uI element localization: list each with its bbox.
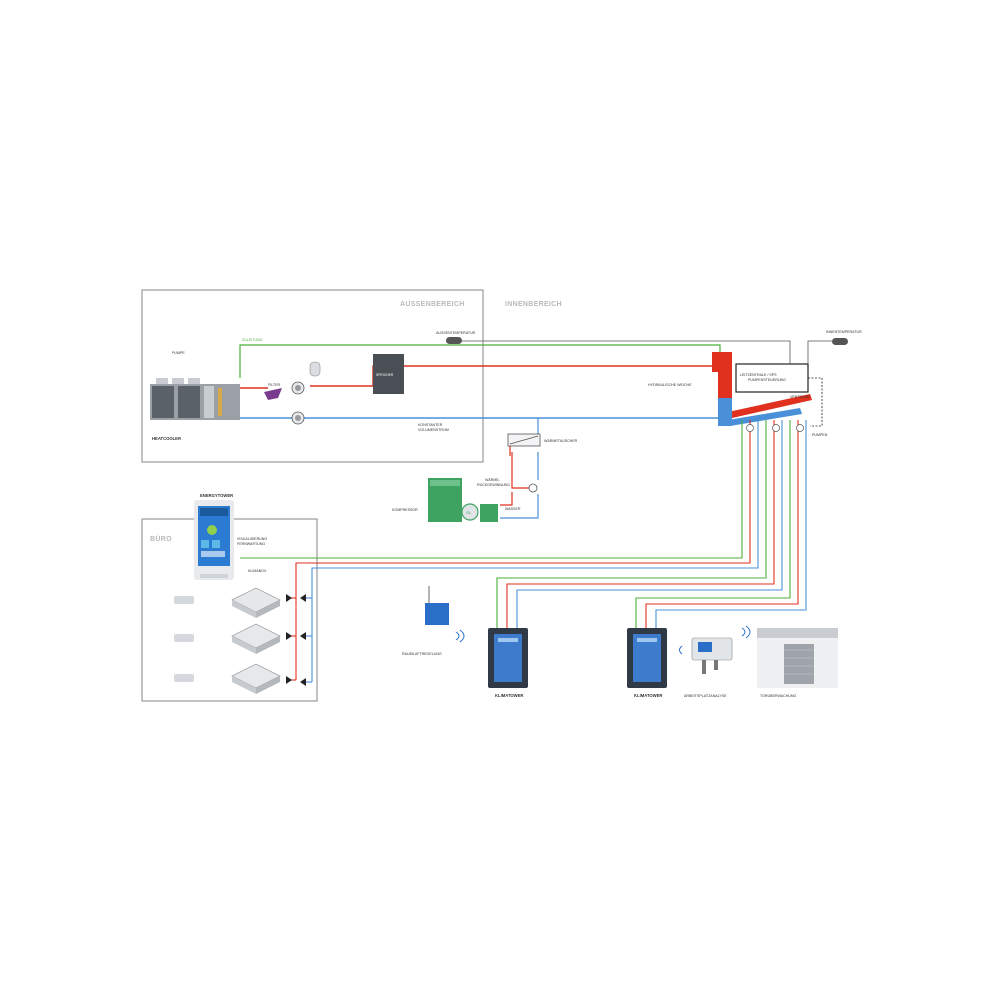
klimatower-label-1: KLIMATOWER (495, 693, 523, 698)
dist-pump-1 (746, 424, 754, 432)
klimabox-unit-1 (231, 587, 281, 618)
constant-flow-label-2: VOLUMENSTROM (418, 428, 449, 432)
compressor-red-line (500, 492, 513, 506)
compressor-unit: OL (428, 478, 498, 522)
compressor-water-line (500, 494, 539, 519)
distributor-red (728, 394, 812, 418)
heat-recovery-label-1: WÄRME- (485, 478, 501, 482)
energytower-display (194, 500, 234, 580)
wifi-icon (741, 625, 751, 639)
pumps-label: PUMPEN (812, 433, 828, 437)
dist-pump-3 (796, 424, 804, 432)
heat-exchanger-icon (507, 433, 541, 447)
dist-green-1 (240, 420, 743, 559)
storage-tank (373, 354, 404, 394)
valve-icon-3 (286, 676, 292, 684)
heat-recovery-label-2: RÜCKGEWINNUNG (477, 483, 510, 487)
outdoor-zone-label: AUSSENBEREICH (400, 301, 465, 308)
water-label: WASSER (505, 507, 521, 511)
heat-exchanger-label: WÄRMETAUSCHER (544, 439, 578, 443)
dist-blue-2 (516, 420, 783, 628)
hx-to-recovery-red (511, 452, 530, 489)
outdoor-zone-box (141, 289, 484, 463)
signal-line-top (239, 344, 721, 378)
klimabox-unit-2 (231, 623, 281, 654)
filter-label: FILTER (268, 383, 281, 387)
valve-icon-1 (286, 594, 292, 602)
conveyor-label: TORÜBERWACHUNG (760, 694, 796, 698)
expansion-tank-icon (309, 361, 321, 377)
dist-blue-3 (655, 420, 807, 628)
inside-temp-sensor (832, 338, 848, 345)
thermostat-1 (174, 596, 194, 604)
valve-icon-4 (300, 594, 306, 602)
workplace-label: ARBEITSPLATZANALYSE (684, 694, 727, 698)
distributor-blue (728, 408, 802, 426)
pump-label: PUMPE (172, 351, 185, 355)
outside-temp-label: AUSSENTEMPERATUR (436, 331, 476, 335)
pump-icon-return (291, 411, 305, 425)
signal-line-label: ZULEITUNG (242, 338, 263, 342)
dist-pump-2 (772, 424, 780, 432)
inside-temp-line (807, 340, 832, 364)
dist-green-3 (635, 420, 791, 628)
thermostat-3 (174, 674, 194, 682)
storage-label: SPEICHER (376, 373, 394, 377)
valve-icon-6 (300, 678, 306, 686)
dist-green-2 (496, 420, 767, 628)
outside-temp-line (462, 340, 791, 366)
klimatower-unit-1 (488, 628, 528, 688)
warehouse-gate-image (757, 628, 838, 688)
hydraulic-switch-label: HYDRAULISCHE WEICHE (648, 383, 692, 387)
compressor-label: KOMPRESSOR (392, 508, 418, 512)
room-air-label: RAUMLUFTREGELUNG (402, 652, 442, 656)
control-label-2: PUMPENSTEUERUNG (748, 378, 786, 382)
klimabox-label: KLIMABOX (248, 569, 267, 573)
hydraulic-switch (712, 352, 732, 426)
svg-text:OL: OL (466, 510, 472, 515)
energytower-label: ENERGYTOWER (200, 493, 233, 498)
klimabox-unit-3 (231, 663, 281, 694)
outside-temp-sensor (446, 337, 462, 344)
pump-icon-supply (291, 381, 305, 395)
office-zone-label: BÜRO (150, 534, 172, 543)
visualization-label-2: FERNWARTUNG (237, 542, 265, 546)
filter-icon (264, 388, 282, 400)
valve-icon-2 (286, 632, 292, 640)
distributor-label: VERTEILER (790, 395, 810, 399)
klimatower-label-2: KLIMATOWER (634, 693, 662, 698)
room-air-controller (425, 586, 465, 643)
dist-red-2 (506, 420, 775, 628)
indoor-zone-label: INNENBEREICH (505, 301, 562, 308)
valve-icon-5 (300, 632, 306, 640)
klimatower-unit-2 (627, 628, 667, 688)
recovery-valve-icon (528, 483, 538, 493)
thermostat-2 (174, 634, 194, 642)
workplace-analysis-device (679, 637, 733, 674)
heatcooler-unit (150, 378, 240, 420)
inside-temp-label: INNENTEMPERATUR (826, 330, 862, 334)
pump-control-dashed (808, 377, 823, 427)
dist-red-3 (645, 420, 799, 628)
dist-red-1 (295, 420, 751, 680)
dist-blue-1 (311, 420, 759, 682)
heatcooler-label: HEATCOOLER (152, 436, 181, 441)
constant-flow-label-1: KONSTANTER (418, 423, 443, 427)
control-center-box (735, 363, 809, 393)
visualization-label-1: VISUALISIERUNG (237, 537, 267, 541)
control-label-1: LEITZENTRALE / SPS (740, 373, 777, 377)
